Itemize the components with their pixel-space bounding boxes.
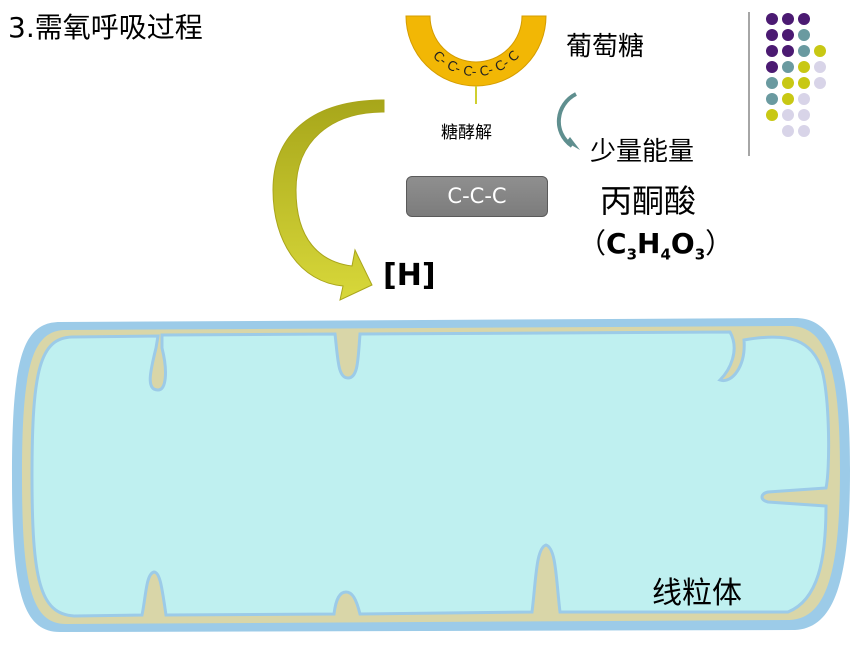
decorative-dot	[798, 45, 810, 57]
glucose-ring: C- C- C- C- C- C	[405, 15, 547, 104]
decorative-dot	[782, 45, 794, 57]
formula-h-sub: 4	[660, 245, 671, 264]
decorative-dot	[798, 13, 810, 25]
decorative-dot	[782, 13, 794, 25]
glycolysis-label: 糖酵解	[441, 123, 492, 143]
formula-c-sub: 3	[626, 245, 638, 264]
formula-c: C	[606, 227, 627, 260]
decorative-dot	[766, 29, 778, 41]
mitochondrion	[12, 318, 850, 632]
decorative-dot	[798, 109, 810, 121]
formula-open-paren: （	[578, 227, 607, 260]
decorative-dot	[798, 125, 810, 137]
pyruvate-formula: （C3H4O3）	[578, 222, 733, 264]
hydrogen-label: [H]	[383, 258, 436, 293]
decorative-dot	[798, 61, 810, 73]
decorative-dot	[798, 29, 810, 41]
decorative-dot	[814, 45, 826, 57]
mitochondrion-label: 线粒体	[652, 576, 742, 611]
decorative-dot	[766, 93, 778, 105]
decorative-dot	[798, 77, 810, 89]
energy-label: 少量能量	[590, 137, 695, 167]
page-title: 3.需氧呼吸过程	[8, 11, 203, 44]
decorative-dot	[766, 45, 778, 57]
pyruvate-label: 丙酮酸	[600, 182, 697, 220]
formula-o-sub: 3	[694, 245, 706, 264]
decorative-dot	[798, 93, 810, 105]
decorative-dot	[814, 77, 826, 89]
formula-o: O	[670, 227, 695, 260]
decorative-dot	[782, 93, 794, 105]
decorative-dot	[782, 125, 794, 137]
decorative-dot	[766, 109, 778, 121]
glycolysis-arrow	[272, 99, 385, 301]
formula-h: H	[637, 227, 661, 260]
decorative-dot	[766, 13, 778, 25]
decorative-dot	[782, 77, 794, 89]
matrix	[30, 330, 831, 618]
glucose-label: 葡萄糖	[566, 32, 645, 62]
decorative-dot	[814, 61, 826, 73]
energy-arrow	[556, 92, 580, 150]
decorative-dot	[766, 77, 778, 89]
decorative-dot	[766, 61, 778, 73]
decorative-dot-grid	[766, 13, 826, 137]
pyruvate-box: C-C-C	[406, 176, 548, 217]
decorative-dot	[782, 61, 794, 73]
decorative-dot	[782, 109, 794, 121]
formula-close-paren: ）	[705, 227, 734, 260]
decorative-dot	[782, 29, 794, 41]
